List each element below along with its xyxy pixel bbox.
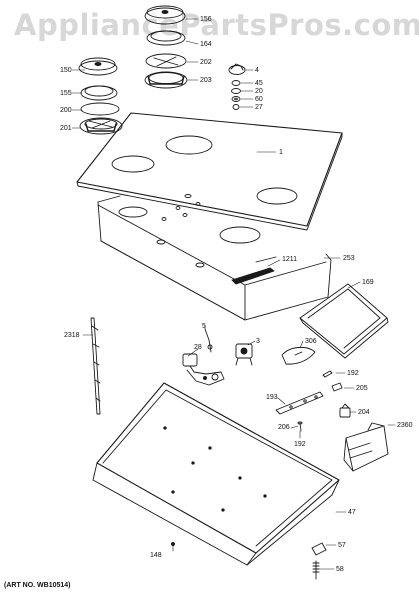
cooktop-glass-1[interactable] (76, 112, 343, 231)
screw-192-upper[interactable] (322, 370, 333, 378)
burner-base-201[interactable] (79, 117, 123, 135)
callout-47: 47 (348, 509, 356, 516)
callout-156: 156 (200, 16, 212, 23)
leader-lines (71, 18, 396, 570)
bracket-parts (275, 370, 351, 432)
callout-3: 3 (256, 338, 260, 345)
watermark-logo: AppliancePartsPros.com (14, 8, 419, 42)
callout-1: 1 (279, 149, 283, 156)
callout-192-lower: 192 (294, 441, 306, 448)
clip-57[interactable] (311, 542, 327, 556)
shield-306[interactable] (281, 347, 316, 365)
spring-27[interactable] (232, 104, 240, 110)
callout-253: 253 (343, 255, 355, 262)
callout-204: 204 (358, 409, 370, 416)
callout-150: 150 (60, 67, 72, 74)
bracket-204[interactable] (339, 403, 351, 418)
callout-58: 58 (336, 566, 344, 573)
valve-28[interactable] (182, 353, 225, 386)
ring-60[interactable] (231, 96, 241, 102)
washer-20[interactable] (231, 88, 241, 94)
electrode-5[interactable] (204, 328, 212, 353)
screw-parts (171, 542, 327, 580)
small-parts-column (228, 63, 246, 110)
control-box-2360[interactable] (343, 422, 389, 472)
callout-193: 193 (266, 394, 278, 401)
burner-cap-156[interactable] (144, 7, 186, 25)
burner-box-253[interactable] (97, 194, 332, 321)
callout-306: 306 (305, 338, 317, 345)
callout-206: 206 (278, 424, 290, 431)
burner-ring-200[interactable] (80, 102, 120, 116)
left-burner-assembly (78, 57, 123, 135)
right-burner-assembly (144, 5, 188, 89)
burner-cap-150[interactable] (78, 60, 118, 76)
callout-169: 169 (362, 279, 374, 286)
valve-and-switch-parts (182, 328, 316, 386)
callout-192-upper: 192 (347, 370, 359, 377)
callout-28: 28 (194, 344, 202, 351)
clip-205[interactable] (331, 382, 343, 392)
burner-base-203[interactable] (144, 71, 188, 89)
callout-202: 202 (200, 59, 212, 66)
callout-205: 205 (356, 385, 368, 392)
callout-164: 164 (200, 41, 212, 48)
callout-1211: 1211 (282, 256, 297, 263)
burner-ring-202[interactable] (145, 53, 187, 69)
callout-57: 57 (338, 542, 346, 549)
bracket-193[interactable] (275, 391, 324, 415)
callout-labels: 150 155 200 201 156 164 202 203 4 45 20 … (60, 16, 413, 573)
drip-pan-169[interactable] (299, 283, 389, 359)
callout-5: 5 (202, 323, 206, 330)
callout-148: 148 (150, 552, 162, 559)
callout-4: 4 (255, 67, 259, 74)
callout-200: 200 (60, 107, 72, 114)
callout-45: 45 (255, 80, 263, 87)
screw-58[interactable] (312, 560, 320, 580)
washer-45[interactable] (231, 80, 241, 86)
bottom-pan-47[interactable] (92, 382, 340, 566)
callout-155: 155 (60, 90, 72, 97)
callout-201: 201 (60, 125, 72, 132)
callout-20: 20 (255, 88, 263, 95)
callout-203: 203 (200, 77, 212, 84)
callout-27: 27 (255, 104, 263, 111)
gasket-strip-2318[interactable] (90, 317, 101, 415)
callout-60: 60 (255, 96, 263, 103)
callout-2318: 2318 (64, 332, 80, 339)
art-number-label: (ART NO. WB10514) (4, 582, 71, 589)
switch-3[interactable] (235, 343, 253, 366)
callout-2360: 2360 (397, 422, 413, 429)
